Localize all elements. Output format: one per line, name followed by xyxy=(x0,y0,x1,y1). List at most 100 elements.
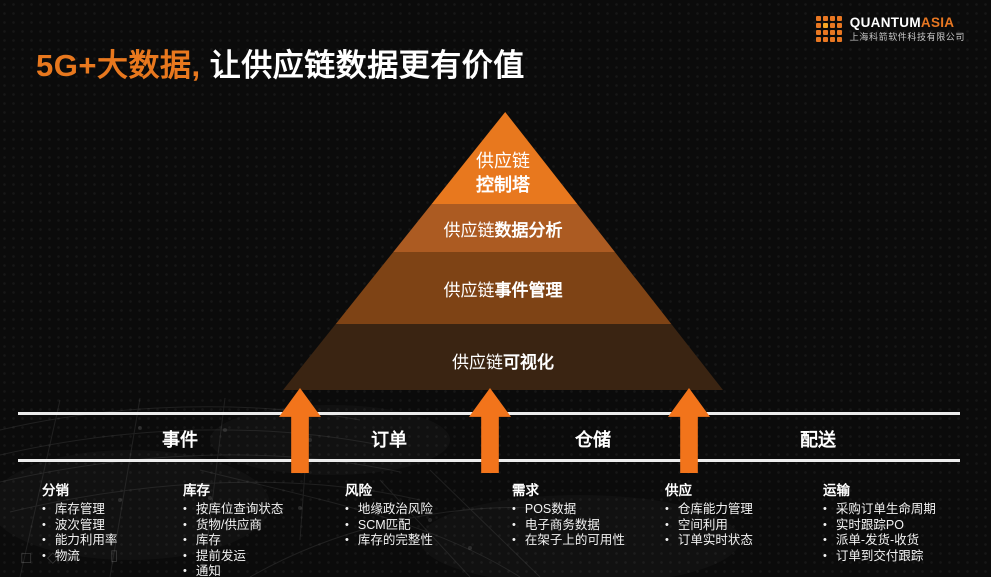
bullet-dot: • xyxy=(345,503,349,515)
pyramid-diagram: 供应链 控制塔 供应链数据分析 供应链事件管理 供应链可视化 xyxy=(283,112,723,390)
bullet-text: 货物/供应商 xyxy=(195,517,262,532)
bullet-dot: • xyxy=(42,549,46,562)
bullet-dot: • xyxy=(42,503,46,515)
bullet-text: 地缘政治风险 xyxy=(357,502,433,516)
bullet-item: •库存管理 xyxy=(42,502,117,518)
bullet-dot: • xyxy=(665,534,669,546)
cursor-icon: ➤ xyxy=(64,549,77,566)
bullet-text: 仓库能力管理 xyxy=(677,502,753,516)
bullet-dot: • xyxy=(823,549,827,562)
column-title: 供应 xyxy=(665,483,692,498)
bullet-text: 物流 xyxy=(54,548,80,563)
bullet-item: • 空间利用 xyxy=(665,518,753,534)
column-title: 运输 xyxy=(823,483,850,498)
column-bullet-list: •库存管理•波次管理•能力利用率•物流 xyxy=(42,502,117,564)
bullet-item: • 货物/供应商 xyxy=(183,518,283,534)
bullet-item: • 订单实时状态 xyxy=(665,533,753,549)
bullet-text: 能力利用率 xyxy=(54,533,118,547)
bullet-dot: • xyxy=(183,534,187,546)
logo-grid-dot xyxy=(829,16,835,22)
column-2: 库存•按库位查询状态•货物/供应商•库存•提前发运•通知 xyxy=(183,479,283,577)
logo-name-primary: QUANTUM xyxy=(849,15,921,30)
pyramid-level-emphasis: 数据分析 xyxy=(494,220,563,240)
column-bullet-list: •按库位查询状态•货物/供应商•库存•提前发运•通知 xyxy=(183,502,283,577)
bullet-item: •电子商务数据 xyxy=(512,518,625,534)
bullet-dot: • xyxy=(42,518,46,531)
pyramid-level-prefix: 供应链 xyxy=(443,220,495,240)
column-title: 库存 xyxy=(183,483,210,498)
bullet-item: • 按库位查询状态 xyxy=(183,502,283,518)
column-title: 需求 xyxy=(512,483,539,498)
logo-grid-dot xyxy=(829,23,835,29)
bullet-dot: • xyxy=(823,503,827,515)
bullet-dot: • xyxy=(345,518,349,531)
bullet-item: • 能力利用率 xyxy=(42,533,117,549)
phone-icon: ▯ xyxy=(110,547,119,564)
stage-label-events: 事件 xyxy=(162,430,198,450)
pyramid-level-event-management: 供应链事件管理 xyxy=(283,252,723,324)
bullet-dot: • xyxy=(823,534,827,546)
bullet-text: 采购订单生命周期 xyxy=(835,502,936,516)
column-title: 风险 xyxy=(345,483,372,498)
bullet-text: POS数据 xyxy=(524,502,577,516)
column-5: 供应 • 仓库能力管理 • 空间利用 • 订单实时状态 xyxy=(665,479,753,549)
bullet-item: •订单到交付跟踪 xyxy=(823,549,936,565)
bullet-item: • POS数据 xyxy=(512,502,625,518)
bullet-text: 订单实时状态 xyxy=(677,533,753,547)
bullet-dot: • xyxy=(345,534,349,546)
bullet-text: 按库位查询状态 xyxy=(195,502,284,516)
column-6: 运输•采购订单生命周期•实时跟踪PO•派单-发货-收货•订单到交付跟踪 xyxy=(823,479,936,564)
bullet-item: •实时跟踪PO xyxy=(823,518,936,534)
bullet-item: • 物流 xyxy=(42,549,117,565)
logo-grid-dot xyxy=(815,23,821,29)
bullet-dot: • xyxy=(183,503,187,515)
bullet-text: 派单-发货-收货 xyxy=(835,533,920,547)
pyramid-level-control-tower: 供应链 控制塔 xyxy=(283,112,723,204)
bullet-dot: • xyxy=(665,503,669,515)
bullet-item: • 库存 xyxy=(183,533,283,549)
logo-grid-dot xyxy=(822,23,828,29)
bullet-text: SCM匹配 xyxy=(357,517,411,532)
logo-company-name: 上海科箭软件科技有限公司 xyxy=(849,32,965,43)
column-bullet-list: • POS数据 •电子商务数据•在架子上的可用性 xyxy=(512,502,625,549)
pyramid-level-emphasis: 控制塔 xyxy=(476,174,530,195)
bullet-item: • 波次管理 xyxy=(42,518,117,534)
logo-text: QUANTUMASIA 上海科箭软件科技有限公司 xyxy=(849,15,965,43)
bullet-dot: • xyxy=(665,518,669,531)
bullet-item: •在架子上的可用性 xyxy=(512,533,625,549)
bullet-dot: • xyxy=(512,503,516,515)
stage-label-delivery: 配送 xyxy=(800,430,836,450)
column-4: 需求 • POS数据 •电子商务数据•在架子上的可用性 xyxy=(512,479,625,549)
logo-name-secondary: ASIA xyxy=(920,15,955,30)
pyramid-level-emphasis: 事件管理 xyxy=(494,280,563,300)
diamond-icon: ◇ xyxy=(47,549,59,566)
bullet-text: 通知 xyxy=(195,564,221,577)
bullet-dot: • xyxy=(183,518,187,531)
bullet-dot: • xyxy=(42,534,46,546)
pyramid-level-data-analysis: 供应链数据分析 xyxy=(283,204,723,252)
logo-grid-dot xyxy=(836,30,842,36)
bullet-text: 空间利用 xyxy=(677,517,728,532)
column-1: 分销•库存管理•波次管理•能力利用率•物流 xyxy=(42,479,117,564)
bullet-text: 库存 xyxy=(195,533,221,547)
pyramid-level-visualization: 供应链可视化 xyxy=(283,324,723,390)
column-3: 风险•地缘政治风险•SCM匹配•库存的完整性 xyxy=(345,479,433,549)
pyramid-level-prefix: 供应链 xyxy=(443,280,495,300)
logo-grid-dot xyxy=(829,30,835,36)
pyramid-level-prefix: 供应链 xyxy=(452,353,503,372)
bullet-item: • 仓库能力管理 xyxy=(665,502,753,518)
bullet-text: 波次管理 xyxy=(54,517,105,532)
logo-grid-dot xyxy=(815,30,821,36)
bullet-item: •提前发运 xyxy=(183,549,283,565)
bullet-item: • 采购订单生命周期 xyxy=(823,502,936,518)
bullet-item: • 地缘政治风险 xyxy=(345,502,433,518)
company-logo: QUANTUMASIA 上海科箭软件科技有限公司 xyxy=(815,15,965,43)
logo-grid-dot xyxy=(815,16,821,22)
logo-name: QUANTUMASIA xyxy=(849,15,965,30)
dot-grid-icon xyxy=(815,16,842,43)
logo-grid-dot xyxy=(836,23,842,29)
pyramid-level-prefix: 供应链 xyxy=(476,151,530,172)
logo-grid-dot xyxy=(829,37,835,43)
logo-grid-dot xyxy=(815,37,821,43)
pyramid-level-emphasis: 可视化 xyxy=(503,353,554,372)
